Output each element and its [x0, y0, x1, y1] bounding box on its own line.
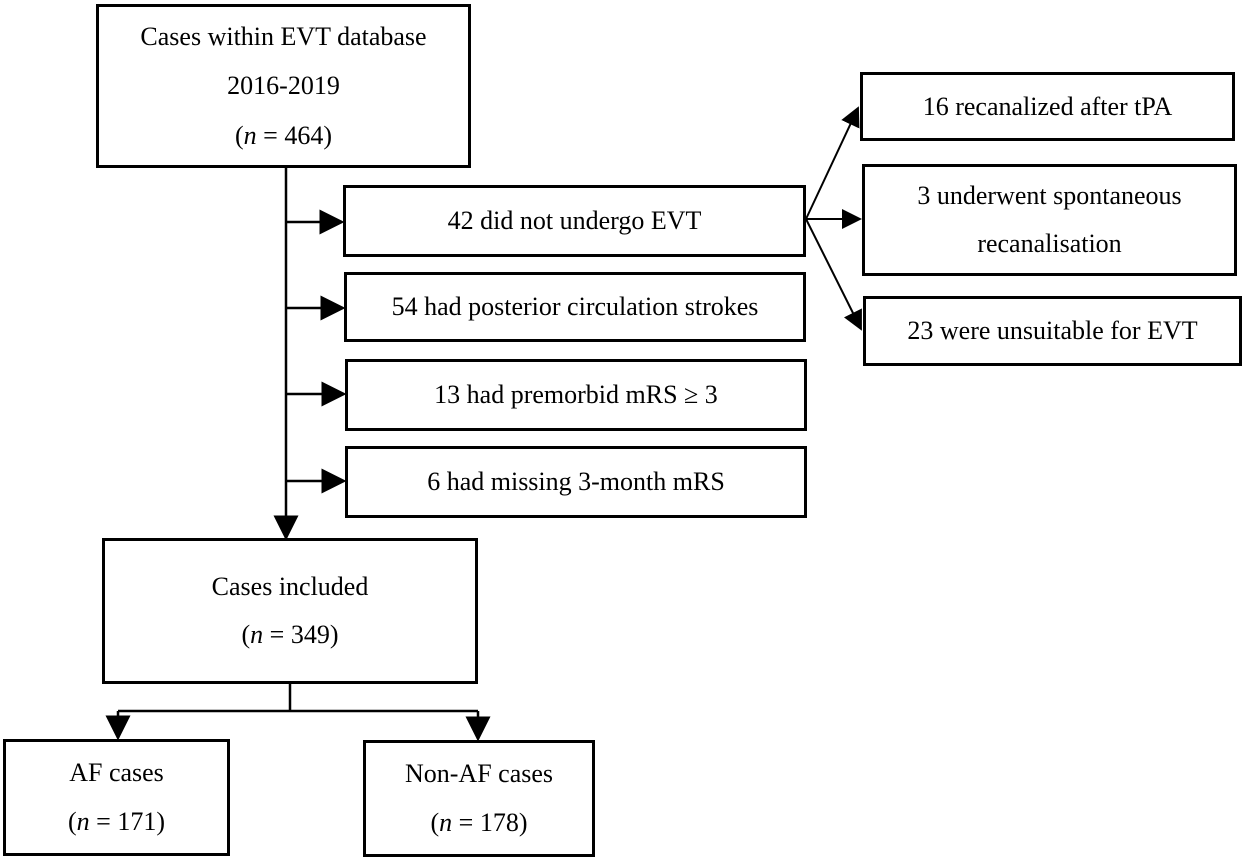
start-title: Cases within EVT database: [140, 21, 427, 51]
exclusion-box-posterior: 54 had posterior circulation strokes: [344, 272, 806, 342]
reason-box-tpa: 16 recanalized after tPA: [860, 72, 1235, 141]
reason-box-unsuitable: 23 were unsuitable for EVT: [863, 296, 1242, 366]
exclusion-box-missing-mrs: 6 had missing 3-month mRS: [345, 446, 807, 518]
reason-arrow-3: [805, 218, 862, 331]
group-af-label: AF cases: [69, 758, 164, 788]
group-box-non-af: Non-AF cases (n = 178): [363, 740, 595, 857]
exclusion-box-premorbid: 13 had premorbid mRS ≥ 3: [345, 359, 807, 431]
group-non-af-count: (n = 178): [430, 807, 528, 837]
included-title: Cases included: [211, 571, 369, 601]
reason-arrow-1: [805, 106, 860, 220]
exclusion-box-no-evt: 42 did not undergo EVT: [343, 185, 806, 257]
group-af-count: (n = 171): [67, 806, 165, 836]
start-count: (n = 464): [234, 120, 332, 150]
group-non-af-label: Non-AF cases: [404, 759, 554, 789]
included-box: Cases included (n = 349): [102, 538, 478, 684]
start-box: Cases within EVT database 2016-2019 (n =…: [96, 4, 471, 168]
included-count: (n = 349): [241, 620, 339, 649]
reason-box-spontaneous: 3 underwent spontaneous recanalisation: [862, 164, 1237, 276]
group-box-af: AF cases (n = 171): [3, 739, 230, 856]
start-years: 2016-2019: [227, 71, 340, 101]
